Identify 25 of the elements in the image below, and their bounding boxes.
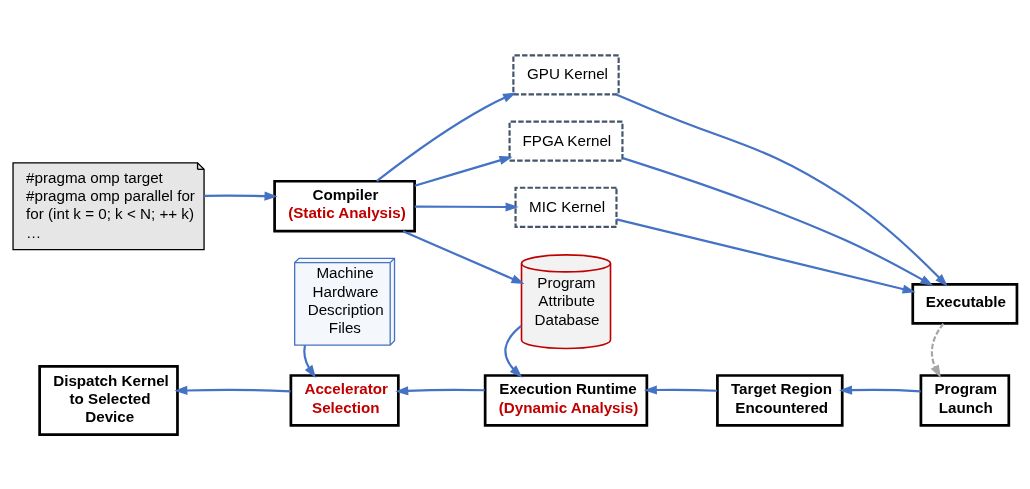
arrow: [616, 217, 916, 293]
node-box: GPU Kernel: [512, 53, 620, 95]
node-box: Accelerator Selection: [289, 373, 400, 427]
arrow: [414, 201, 519, 212]
arrow: [930, 322, 945, 378]
arrow: [615, 93, 948, 287]
arrow: [504, 324, 523, 378]
node-box: Executable: [911, 282, 1019, 325]
arrow: [839, 385, 921, 395]
arrow: [414, 155, 513, 187]
arrow: [204, 191, 278, 201]
node-box: Execution Runtime (Dynamic Analysis): [483, 373, 649, 427]
arrow: [402, 229, 525, 284]
node-box: MIC Kernel: [514, 186, 618, 228]
arrow: [376, 92, 517, 182]
arrow: [303, 344, 316, 378]
node-box: Target Region Encountered: [716, 373, 844, 427]
node-box: Program Launch: [919, 373, 1011, 427]
arrow: [643, 384, 718, 395]
node-box: FPGA Kernel: [508, 119, 624, 162]
arrow: [174, 385, 291, 395]
node-box: Compiler (Static Analysis): [273, 179, 416, 232]
arrow: [395, 385, 485, 395]
node-box: Dispatch Kernel to Selected Device: [38, 364, 179, 436]
arrow: [622, 156, 934, 286]
